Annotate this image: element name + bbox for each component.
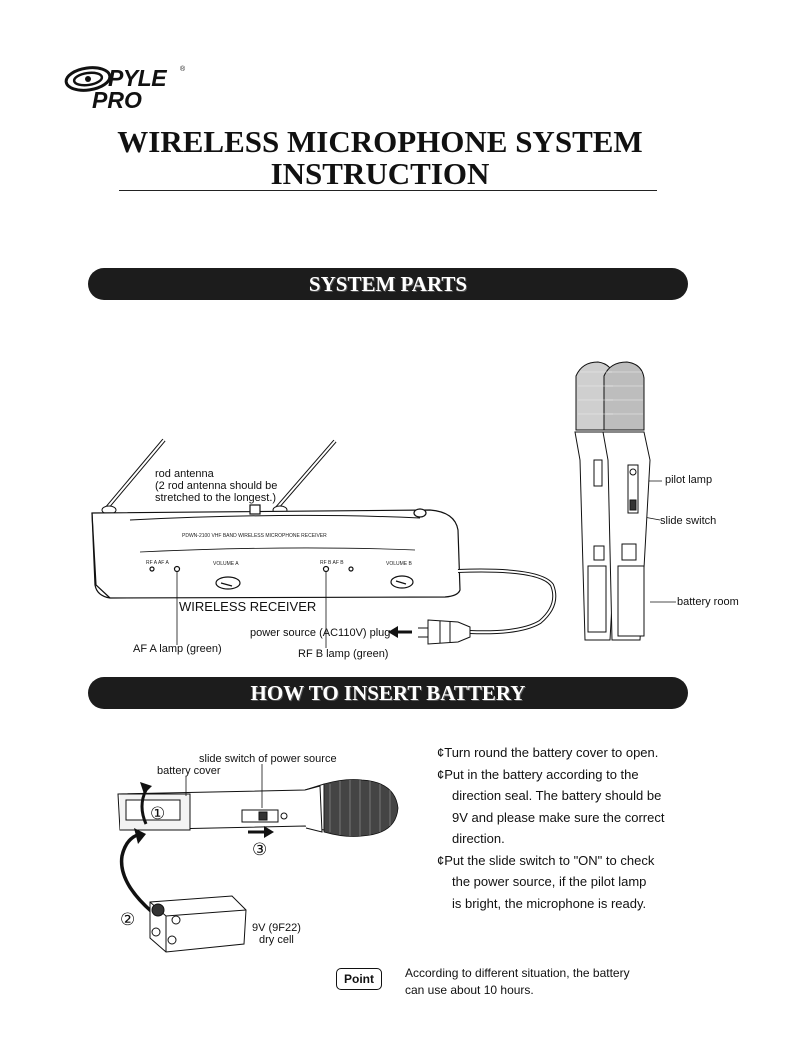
wireless-receiver-body bbox=[91, 504, 461, 599]
slide-switch-label: slide switch bbox=[660, 515, 717, 527]
rf-b-lamp-label: RF B lamp (green) bbox=[298, 648, 389, 660]
step-number-1: ① bbox=[150, 804, 166, 823]
microphone-front bbox=[602, 361, 651, 641]
mic-grille-side-texture bbox=[329, 780, 391, 836]
step-3-text-a: ¢Put the slide switch to "ON" to check bbox=[437, 852, 655, 868]
pilot-lamp-label: pilot lamp bbox=[665, 474, 713, 486]
page-title-line-1: WIRELESS MICROPHONE SYSTEM bbox=[117, 124, 643, 159]
af-a-lamp-label: AF A lamp (green) bbox=[133, 643, 222, 655]
receiver-volume-a-text: VOLUME A bbox=[213, 561, 239, 567]
power-plug-label: power source (AC110V) plug bbox=[250, 627, 391, 639]
battery-steps: ¢Turn round the battery cover to open. ¢… bbox=[437, 742, 682, 914]
step-3-text-c: is bright, the microphone is ready. bbox=[452, 895, 647, 911]
point-note-line-2: can use about 10 hours. bbox=[405, 983, 534, 997]
battery-cover-label: battery cover bbox=[157, 765, 221, 777]
step-2-text-a: ¢Put in the battery according to the bbox=[437, 766, 639, 782]
logo-text-bottom: PRO bbox=[92, 87, 142, 113]
logo-emblem-icon bbox=[64, 66, 112, 92]
receiver-rf-b-af-b-text: RF B AF B bbox=[320, 560, 344, 566]
9v-battery bbox=[149, 895, 247, 953]
brand-logo: PYLE PRO ® bbox=[64, 64, 194, 120]
rod-antenna-right bbox=[272, 439, 337, 515]
step-number-2: ② bbox=[120, 910, 136, 929]
step-1-text: ¢Turn round the battery cover to open. bbox=[437, 745, 659, 760]
step-2-text-b: direction seal. The battery should be bbox=[452, 788, 662, 803]
mic-grille-side bbox=[323, 779, 399, 837]
receiver-model-text: PDWN-2100 VHF BAND WIRELESS MICROPHONE R… bbox=[182, 533, 327, 539]
power-plug bbox=[418, 619, 471, 645]
dry-cell-type-label: 9V (9F22) bbox=[252, 922, 301, 934]
slide-switch-power-label: slide switch of power source bbox=[199, 753, 337, 765]
title-divider bbox=[119, 190, 657, 191]
rotate-cover-arrow bbox=[140, 789, 148, 825]
step-3-text-b: the power source, if the pilot lamp bbox=[452, 874, 647, 889]
rod-antenna-note-2: stretched to the longest.) bbox=[155, 492, 277, 504]
logo-text-top: PYLE bbox=[108, 65, 167, 91]
logo-registered-mark: ® bbox=[180, 66, 186, 73]
section-banner-insert-battery: HOW TO INSERT BATTERY bbox=[88, 677, 688, 709]
point-badge: Point bbox=[336, 968, 382, 990]
power-cable bbox=[457, 568, 557, 635]
point-note: According to different situation, the ba… bbox=[405, 965, 630, 999]
step-2-text-c: 9V and please make sure the correct bbox=[452, 809, 665, 825]
receiver-volume-b-text: VOLUME B bbox=[386, 561, 412, 567]
microphone-back bbox=[574, 361, 621, 641]
microphone-grille-texture bbox=[578, 371, 643, 415]
handheld-mic-side bbox=[117, 783, 325, 833]
page-title-line-2: INSTRUCTION bbox=[270, 156, 490, 191]
receiver-rf-a-af-a-text: RF A AF A bbox=[146, 560, 169, 566]
rod-antenna-label: rod antenna bbox=[155, 468, 214, 480]
step-number-3: ③ bbox=[252, 840, 268, 859]
step-2-text-d: direction. bbox=[452, 831, 505, 846]
wireless-receiver-label: WIRELESS RECEIVER bbox=[179, 599, 317, 614]
dry-cell-label: dry cell bbox=[259, 934, 294, 946]
insert-battery-arrow bbox=[119, 832, 154, 914]
callout-lines bbox=[176, 480, 676, 648]
section-banner-system-parts: SYSTEM PARTS bbox=[88, 268, 688, 300]
rod-antenna-note-1: (2 rod antenna should be bbox=[155, 480, 278, 492]
battery-room-label: battery room bbox=[677, 596, 739, 608]
point-note-line-1: According to different situation, the ba… bbox=[405, 966, 630, 980]
